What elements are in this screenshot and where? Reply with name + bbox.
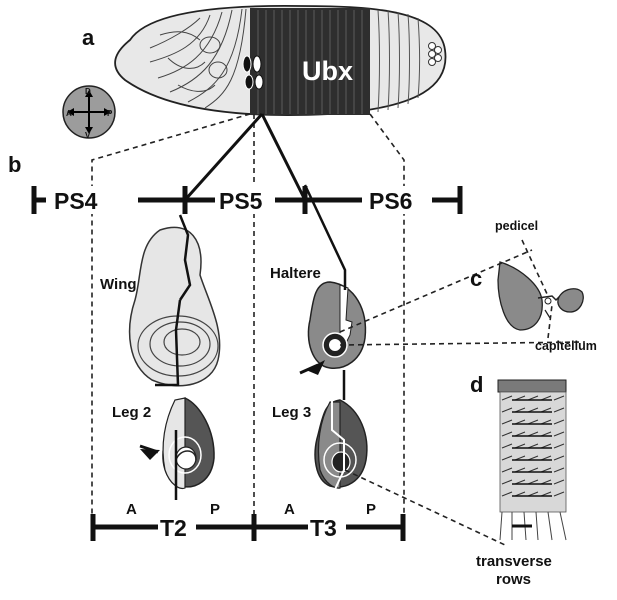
haltere-callout-lines — [339, 239, 586, 346]
segment-bar: T2 T3 — [90, 512, 406, 542]
panel-label-c: c — [470, 266, 482, 291]
compass-dorsal: D — [85, 87, 91, 96]
panel-label-a: a — [82, 25, 95, 50]
t3-anterior-label: A — [284, 501, 295, 518]
embryo-posterior-lines — [377, 9, 420, 113]
leg2-label: Leg 2 — [112, 404, 151, 421]
orientation-compass: D V A P — [62, 85, 116, 140]
haltere-disc — [299, 184, 367, 375]
compass-posterior: P — [107, 109, 113, 118]
ps4-label: PS4 — [54, 188, 98, 214]
ubx-label: Ubx — [302, 56, 353, 86]
embryo-segment-lines — [149, 8, 247, 109]
ubx-links — [183, 112, 307, 202]
leg3-disc — [314, 370, 368, 501]
bristle-field — [497, 379, 567, 541]
wing-disc — [128, 214, 221, 387]
t2-posterior-label: P — [210, 501, 220, 518]
compass-anterior: A — [66, 109, 72, 118]
panel-label-d: d — [470, 372, 483, 397]
leg3-label: Leg 3 — [272, 404, 311, 421]
projection-lines — [91, 113, 405, 515]
leg2-disc — [139, 397, 215, 500]
rows-label: rows — [496, 571, 531, 588]
parasegment-bar: PS4 PS5 PS6 — [31, 186, 463, 214]
ps5-label: PS5 — [219, 188, 263, 214]
pedicel-label: pedicel — [495, 219, 538, 233]
bristle-callout-line — [344, 469, 506, 546]
wing-label: Wing — [100, 276, 137, 293]
disc-primordia — [242, 55, 264, 90]
haltere-detail — [497, 261, 584, 331]
ps6-label: PS6 — [369, 188, 412, 214]
panel-label-b: b — [8, 152, 21, 177]
t2-anterior-label: A — [126, 501, 137, 518]
ubx-domain — [250, 8, 370, 115]
capitellum-label: capitellum — [535, 339, 597, 353]
t3-posterior-label: P — [366, 501, 376, 518]
ubx-stripes — [257, 10, 363, 114]
transverse-label: transverse — [476, 553, 552, 570]
t3-label: T3 — [310, 515, 337, 541]
haltere-label: Haltere — [270, 265, 321, 282]
embryo: Ubx — [114, 4, 447, 116]
t2-label: T2 — [160, 515, 187, 541]
pole-cells — [428, 42, 442, 66]
compass-ventral: V — [85, 131, 91, 140]
